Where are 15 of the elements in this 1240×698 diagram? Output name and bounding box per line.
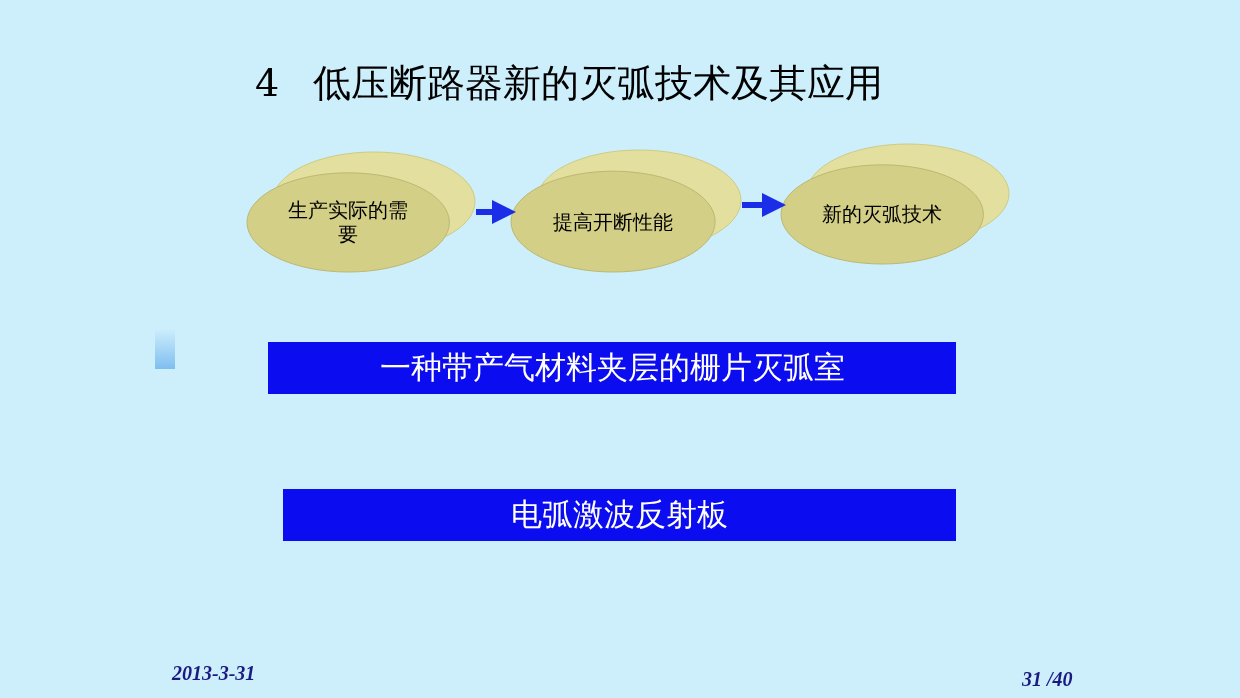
slide-title: 4 低压断路器新的灭弧技术及其应用 [255,60,884,107]
page-number: 31 /40 [1022,668,1073,691]
arrow [476,200,516,224]
date-label: 2013-3-31 [172,662,256,685]
title-bar [283,489,956,541]
bar-label: 电弧激波反射板 [511,495,728,534]
disc-node [246,150,476,274]
node-label: 生产实际的需要 [287,198,410,247]
disc-node [780,142,1010,266]
node-label: 提高开断性能 [552,209,675,234]
disc-node [510,148,742,274]
node-label: 新的灭弧技术 [821,202,944,227]
title-bar [268,342,956,394]
arrow [742,193,786,217]
bar-label: 一种带产气材料夹层的栅片灭弧室 [379,348,845,387]
